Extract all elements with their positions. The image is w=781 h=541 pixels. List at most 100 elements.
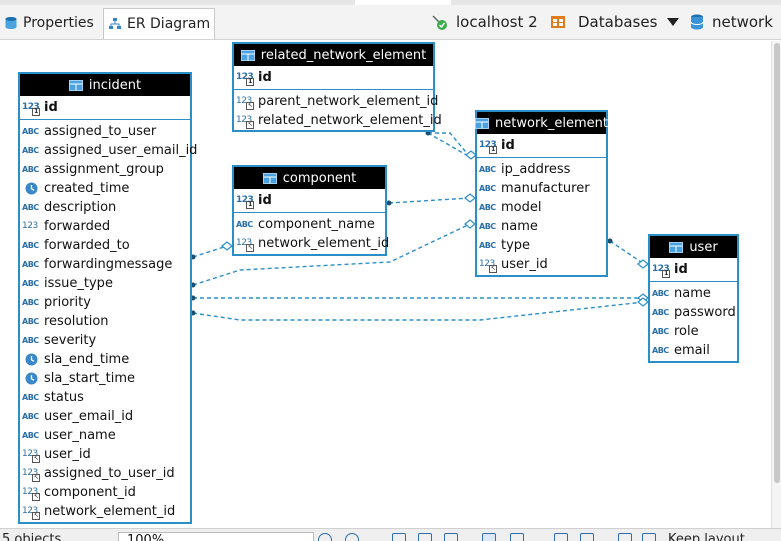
column-name: parent_network_element_id — [258, 94, 439, 109]
column-name: email — [674, 343, 710, 358]
export-icon[interactable] — [642, 533, 656, 541]
zoom-in-icon[interactable] — [318, 533, 332, 541]
column-row[interactable]: 123↖ component_id — [20, 483, 190, 502]
foreign-key-icon: 123↖ — [22, 486, 40, 501]
column-row[interactable]: sla_end_time — [20, 350, 190, 369]
tab-properties[interactable]: Properties — [0, 8, 98, 38]
schema-selector[interactable]: network — [690, 8, 773, 36]
column-name: id — [501, 138, 515, 153]
column-name: priority — [44, 295, 91, 310]
arrange-icon[interactable] — [510, 533, 524, 541]
column-row[interactable]: ABC name — [477, 217, 606, 236]
column-name: name — [674, 286, 711, 301]
tab-er-diagram-label: ER Diagram — [127, 16, 211, 32]
column-row[interactable]: ABC email — [650, 341, 737, 360]
column-name: sla_start_time — [44, 371, 135, 386]
zoom-out-icon[interactable] — [345, 533, 359, 541]
keep-layout-label: Keep layout — [668, 532, 745, 541]
column-row[interactable]: ABC status — [20, 388, 190, 407]
table-icon — [475, 117, 490, 129]
text-type-icon: ABC — [652, 288, 669, 298]
column-row[interactable]: sla_start_time — [20, 369, 190, 388]
column-row[interactable]: 123↖related_network_element_id — [234, 111, 442, 130]
tab-er-diagram[interactable]: ER Diagram — [103, 8, 216, 39]
zoom-combo[interactable]: 100% — [118, 532, 314, 541]
column-row[interactable]: ABC assignment_group — [20, 160, 190, 179]
column-row[interactable]: created_time — [20, 179, 190, 198]
column-row[interactable]: 123↖user_id — [477, 255, 606, 274]
column-row[interactable]: ABC name — [650, 284, 737, 303]
fit-icon[interactable] — [392, 533, 406, 541]
column-row[interactable]: 123↖parent_network_element_id — [234, 92, 438, 111]
entity-name: related_network_element — [260, 47, 427, 63]
text-type-icon: ABC — [22, 430, 39, 440]
text-type-icon: ABC — [22, 259, 39, 269]
column-name: component_id — [44, 485, 136, 500]
save-icon[interactable] — [618, 533, 632, 541]
column-name: name — [501, 219, 538, 234]
databases-selector[interactable]: Databases — [550, 8, 680, 36]
table-icon — [669, 241, 684, 253]
schema-icon — [690, 14, 704, 30]
column-row[interactable]: 123↖network_element_id — [234, 234, 389, 253]
scrollbar-thumb[interactable] — [774, 43, 780, 483]
comment-icon[interactable] — [580, 533, 594, 541]
text-type-icon: ABC — [22, 392, 39, 402]
column-name: id — [44, 100, 58, 115]
text-type-icon: ABC — [479, 240, 496, 250]
text-type-icon: ABC — [22, 164, 39, 174]
connection-selector[interactable]: localhost 2 — [430, 8, 538, 36]
column-name: status — [44, 390, 84, 405]
notes-icon[interactable] — [554, 533, 568, 541]
column-name: assignment_group — [44, 162, 164, 177]
select-icon[interactable] — [418, 533, 432, 541]
pan-icon[interactable] — [444, 533, 458, 541]
vertical-scrollbar[interactable] — [771, 41, 781, 528]
number-type-icon: 123 — [22, 220, 38, 231]
tab-strip — [0, 0, 781, 5]
column-name: id — [674, 262, 688, 277]
tab-strip-selection — [355, 0, 451, 5]
text-type-icon: ABC — [479, 164, 496, 174]
layout-icon[interactable] — [482, 533, 496, 541]
editor-toolbar: Properties ER Diagram localhost 2 Databa… — [0, 0, 781, 40]
column-row[interactable]: 123↖network_element_id — [20, 502, 190, 521]
column-row[interactable]: 123↖user_id — [20, 445, 190, 464]
column-row[interactable]: 123↖assigned_to_user_id — [20, 464, 190, 483]
text-type-icon: ABC — [652, 345, 669, 355]
text-type-icon: ABC — [479, 221, 496, 231]
databases-icon — [550, 14, 566, 30]
dropdown-arrow-icon[interactable] — [667, 18, 680, 26]
